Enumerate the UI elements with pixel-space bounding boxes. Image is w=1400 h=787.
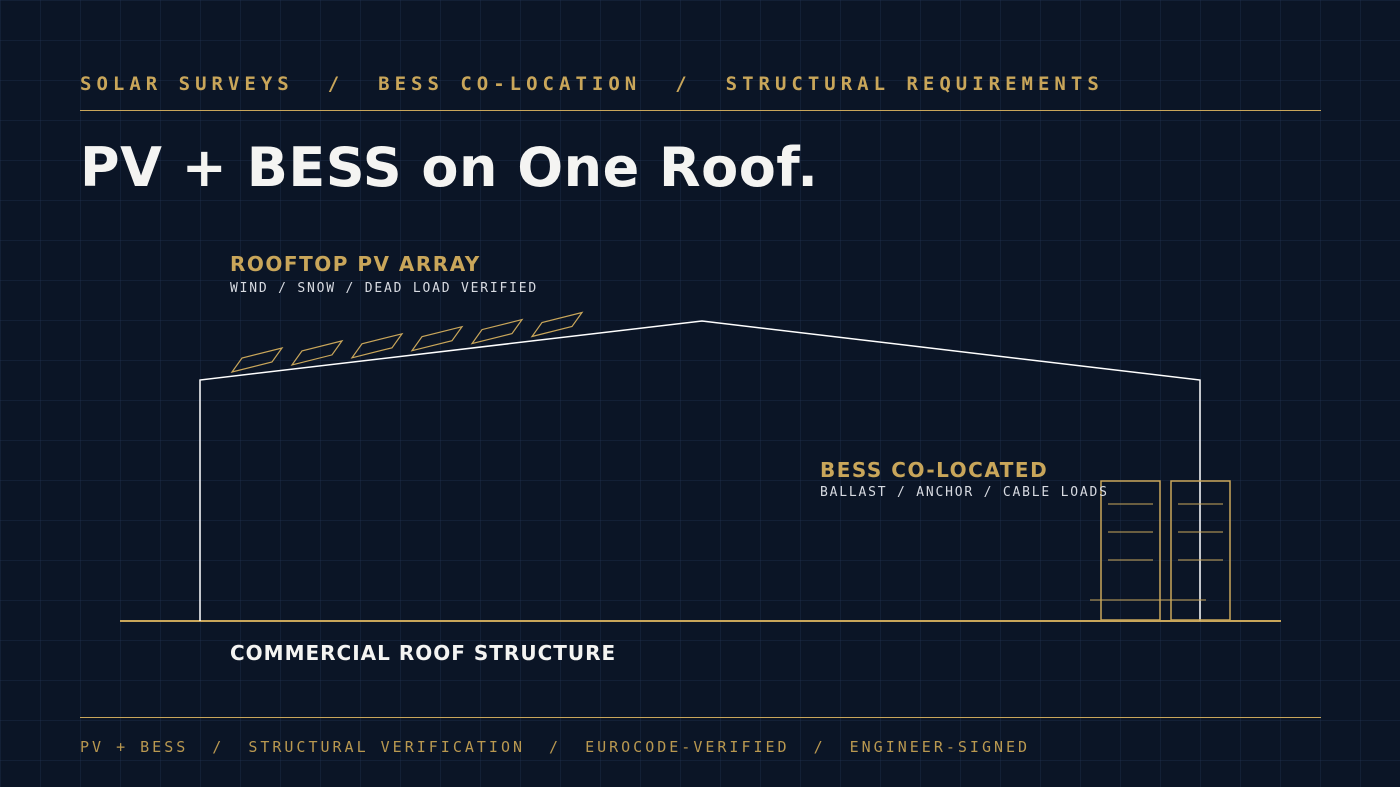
bess-title: BESS CO-LOCATED xyxy=(820,458,1049,482)
pv-panel xyxy=(410,325,464,352)
footer-item-engineer-signed: ENGINEER-SIGNED xyxy=(849,738,1031,756)
breadcrumb-item-structural-requirements[interactable]: STRUCTURAL REQUIREMENTS xyxy=(725,73,1104,95)
breadcrumb-item-solar-surveys[interactable]: SOLAR SURVEYS xyxy=(80,73,294,95)
footer-divider xyxy=(80,717,1321,718)
pv-panel xyxy=(530,311,584,338)
bess-subtitle: BALLAST / ANCHOR / CABLE LOADS xyxy=(820,485,1109,500)
building-outline xyxy=(199,320,1201,621)
footer-item-structural-verification: STRUCTURAL VERIFICATION xyxy=(248,738,526,756)
bess-cabinet-group xyxy=(1100,480,1231,621)
footer-separator: / xyxy=(813,738,826,756)
breadcrumb-item-bess-co-location[interactable]: BESS CO-LOCATION xyxy=(378,73,642,95)
pv-panel xyxy=(290,339,344,366)
pv-panel xyxy=(230,347,284,373)
bess-cabinet xyxy=(1170,480,1231,621)
footer-separator: / xyxy=(212,738,225,756)
breadcrumb: SOLAR SURVEYS / BESS CO-LOCATION / STRUC… xyxy=(80,70,1104,98)
breadcrumb-separator: / xyxy=(675,73,692,95)
pv-panel xyxy=(350,332,404,359)
footer-tagline: PV + BESS / STRUCTURAL VERIFICATION / EU… xyxy=(80,736,1030,758)
structure-label: COMMERCIAL ROOF STRUCTURE xyxy=(230,641,617,665)
bess-cabinet xyxy=(1100,480,1161,621)
footer-item-eurocode-verified: EUROCODE-VERIFIED xyxy=(585,738,790,756)
breadcrumb-separator: / xyxy=(327,73,345,95)
footer-separator: / xyxy=(549,738,562,756)
pv-panel-group xyxy=(230,311,584,373)
footer-item-pv-bess: PV + BESS xyxy=(80,738,189,756)
pv-array-subtitle: WIND / SNOW / DEAD LOAD VERIFIED xyxy=(230,281,539,296)
header-divider xyxy=(80,110,1321,111)
page-title: PV + BESS on One Roof. xyxy=(80,136,819,199)
pv-panel xyxy=(470,318,524,345)
pv-array-title: ROOFTOP PV ARRAY xyxy=(230,252,481,276)
